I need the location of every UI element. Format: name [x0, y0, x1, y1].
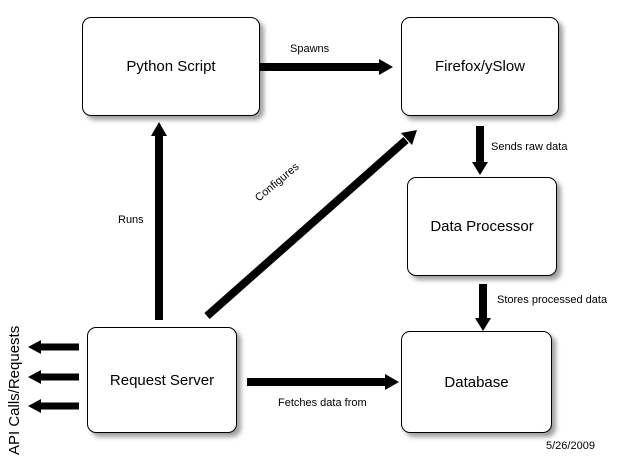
edge-label-spawns: Spawns: [290, 43, 330, 55]
arrowhead-runs: [151, 122, 167, 136]
api-calls-requests-label: API Calls/Requests: [6, 325, 23, 455]
arrowhead-configures: [401, 130, 417, 145]
arrowhead-api-3: [28, 399, 41, 413]
request-server-node: Request Server: [87, 327, 237, 433]
firefox-yslow-node: Firefox/ySlow: [401, 17, 559, 116]
diagram-date: 5/26/2009: [546, 440, 595, 452]
arrowhead-stores-processed-data: [475, 318, 491, 331]
arrowhead-api-1: [28, 340, 41, 354]
data-processor-node: Data Processor: [407, 177, 557, 276]
firefox-yslow-label: Firefox/ySlow: [434, 58, 526, 75]
arrowhead-spawns: [379, 59, 393, 75]
python-script-label: Python Script: [126, 58, 216, 75]
arrowhead-fetches-data-from: [385, 374, 399, 390]
arrowhead-sends-raw-data: [472, 162, 488, 175]
database-node: Database: [401, 331, 552, 433]
database-label: Database: [444, 373, 509, 391]
edge-label-runs: Runs: [118, 214, 144, 226]
data-processor-label: Data Processor: [430, 218, 534, 235]
edge-label-sends-raw-data: Sends raw data: [491, 141, 568, 153]
arrow-configures: [204, 137, 409, 319]
edge-label-stores-processed-data: Stores processed data: [497, 294, 608, 306]
edge-label-fetches-data-from: Fetches data from: [278, 397, 367, 409]
request-server-label: Request Server: [109, 371, 215, 389]
arrowhead-api-2: [28, 370, 41, 384]
python-script-node: Python Script: [82, 17, 260, 116]
